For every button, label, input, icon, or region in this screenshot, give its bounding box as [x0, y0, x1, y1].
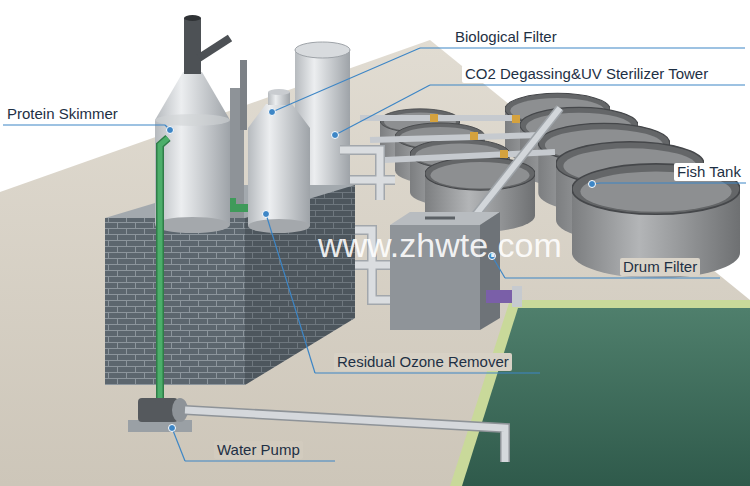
- protein-skimmer-shape: [184, 15, 201, 21]
- protein-skimmer-shape: [155, 120, 230, 225]
- ozone-remover-shape: [232, 198, 250, 208]
- drum-filter-shape: [425, 217, 455, 220]
- tank-manifold-shape: [512, 115, 520, 123]
- co2-tower-shape: [295, 42, 350, 58]
- background-shape: [0, 40, 750, 486]
- biological-filter-shape: [248, 104, 310, 128]
- callout-label: Protein Skimmer: [4, 105, 121, 123]
- callout-leader: [589, 181, 747, 188]
- leader-dot: [589, 181, 596, 188]
- biological-filter: [248, 89, 310, 233]
- tank-manifold-shape: [470, 108, 560, 222]
- callout-leader: [269, 48, 746, 116]
- ozone-remover: [230, 60, 250, 218]
- callout-label: CO2 Degassing&UV Sterilizer Tower: [462, 65, 711, 83]
- tank-manifold-shape: [430, 114, 438, 122]
- fish-tanks-shape: [572, 164, 740, 278]
- protein-skimmer-shape: [184, 18, 201, 74]
- label-underline: [315, 372, 540, 373]
- leader-line: [266, 214, 315, 373]
- label-underline: [430, 84, 745, 85]
- protein-skimmer: [155, 15, 230, 233]
- tank-manifold: [360, 108, 560, 222]
- leader-dot: [169, 425, 176, 432]
- green-riser-pipe-shape: [160, 138, 168, 405]
- label-underline: [185, 460, 335, 461]
- callout-leader: [3, 125, 174, 134]
- biological-filter-shape: [248, 219, 310, 233]
- green-riser-pipe-shape: [160, 138, 168, 405]
- callout-label: Residual Ozone Remover: [334, 353, 512, 371]
- leader-dot: [332, 132, 339, 139]
- protein-skimmer-shape: [155, 72, 230, 120]
- ozone-remover-shape: [240, 60, 247, 130]
- tank-manifold-shape: [470, 132, 478, 140]
- callout-leader: [332, 85, 746, 139]
- callout-label: Drum Filter: [620, 258, 700, 276]
- biological-filter-shape: [248, 128, 310, 226]
- callout-label: Fish Tank: [674, 163, 744, 181]
- protein-skimmer-shape: [155, 114, 230, 126]
- leader-dot: [167, 127, 174, 134]
- water-pump-shape: [185, 410, 505, 462]
- label-underline: [505, 277, 720, 278]
- leader-dot: [263, 211, 270, 218]
- protein-skimmer-shape: [199, 38, 230, 58]
- label-underline: [600, 182, 746, 183]
- brick-base-shape: [105, 218, 245, 385]
- callout-label: Water Pump: [214, 441, 303, 459]
- green-riser-pipe: [160, 138, 168, 405]
- callout-leader: [169, 425, 336, 462]
- callout-label: Biological Filter: [452, 28, 560, 46]
- leader-dot: [269, 109, 276, 116]
- drum-filter-shape: [512, 286, 522, 307]
- tank-manifold-shape: [500, 150, 508, 158]
- label-underline: [420, 47, 745, 48]
- protein-skimmer-shape: [155, 217, 230, 233]
- water-pump: [128, 398, 505, 462]
- pool-shape: [450, 300, 750, 486]
- pool: [450, 300, 750, 486]
- water-pump-shape: [185, 410, 505, 462]
- leader-line: [335, 85, 430, 135]
- label-underline: [3, 124, 165, 125]
- biological-filter-shape: [268, 89, 290, 95]
- leader-line: [172, 428, 185, 461]
- watermark: www.zhwte.com: [318, 225, 562, 265]
- tank-manifold-shape: [470, 108, 560, 222]
